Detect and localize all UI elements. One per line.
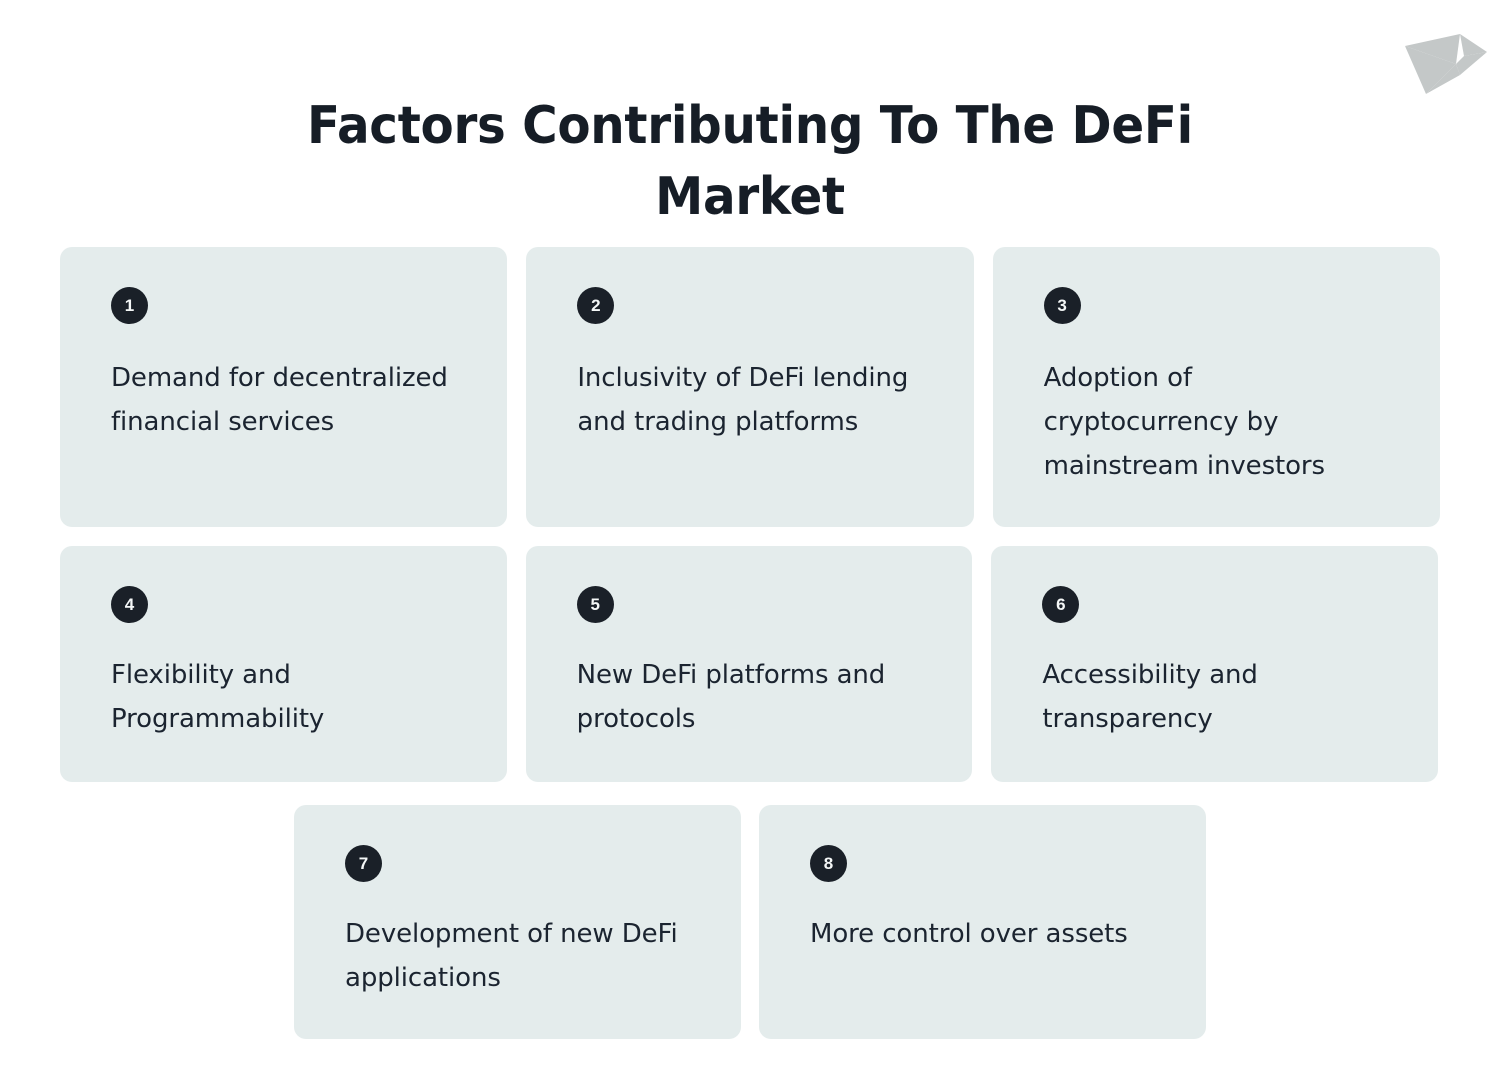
factor-card-text: Adoption of cryptocurrency by mainstream… xyxy=(1043,363,1325,481)
factor-card-3[interactable]: 3 Adoption of cryptocurrency by mainstre… xyxy=(992,247,1440,527)
factor-card-text: Inclusivity of DeFi lending and trading … xyxy=(577,363,909,437)
factor-card-1[interactable]: 1 Demand for decentralized financial ser… xyxy=(60,247,508,527)
factor-number-badge: 6 xyxy=(1042,586,1080,623)
factor-card-7[interactable]: 7 Development of new DeFi applications xyxy=(294,805,741,1039)
factor-card-2[interactable]: 2 Inclusivity of DeFi lending and tradin… xyxy=(526,247,974,527)
factor-card-text: Flexibility and Programmability xyxy=(111,660,325,734)
factor-number-badge: 5 xyxy=(576,586,614,623)
factor-card-6[interactable]: 6 Accessibility and transparency xyxy=(991,546,1439,782)
factor-number-badge: 8 xyxy=(810,845,847,882)
factor-card-text: Accessibility and transparency xyxy=(1042,660,1258,734)
factor-number-badge: 2 xyxy=(577,287,615,324)
factor-number-badge: 7 xyxy=(345,845,382,882)
factors-row-3: 7 Development of new DeFi applications 8… xyxy=(0,805,1500,1039)
factor-card-8[interactable]: 8 More control over assets xyxy=(759,805,1206,1039)
factor-number-badge: 3 xyxy=(1043,287,1081,324)
factor-card-text: Demand for decentralized financial servi… xyxy=(111,363,448,437)
factor-number-badge: 4 xyxy=(111,586,148,623)
factor-card-4[interactable]: 4 Flexibility and Programmability xyxy=(60,546,507,782)
factors-row-2: 4 Flexibility and Programmability 5 New … xyxy=(0,546,1500,782)
factors-row-1: 1 Demand for decentralized financial ser… xyxy=(0,247,1500,527)
factor-number-badge: 1 xyxy=(111,287,148,324)
page-title: Factors Contributing To The DeFi Market xyxy=(307,95,1193,228)
factors-grid: 1 Demand for decentralized financial ser… xyxy=(0,247,1500,1039)
factor-card-5[interactable]: 5 New DeFi platforms and protocols xyxy=(525,546,973,782)
factor-card-text: New DeFi platforms and protocols xyxy=(576,660,886,734)
factor-card-text: Development of new DeFi applications xyxy=(345,919,678,993)
factor-card-text: More control over assets xyxy=(810,919,1128,949)
origami-bird-logo xyxy=(1388,18,1492,100)
